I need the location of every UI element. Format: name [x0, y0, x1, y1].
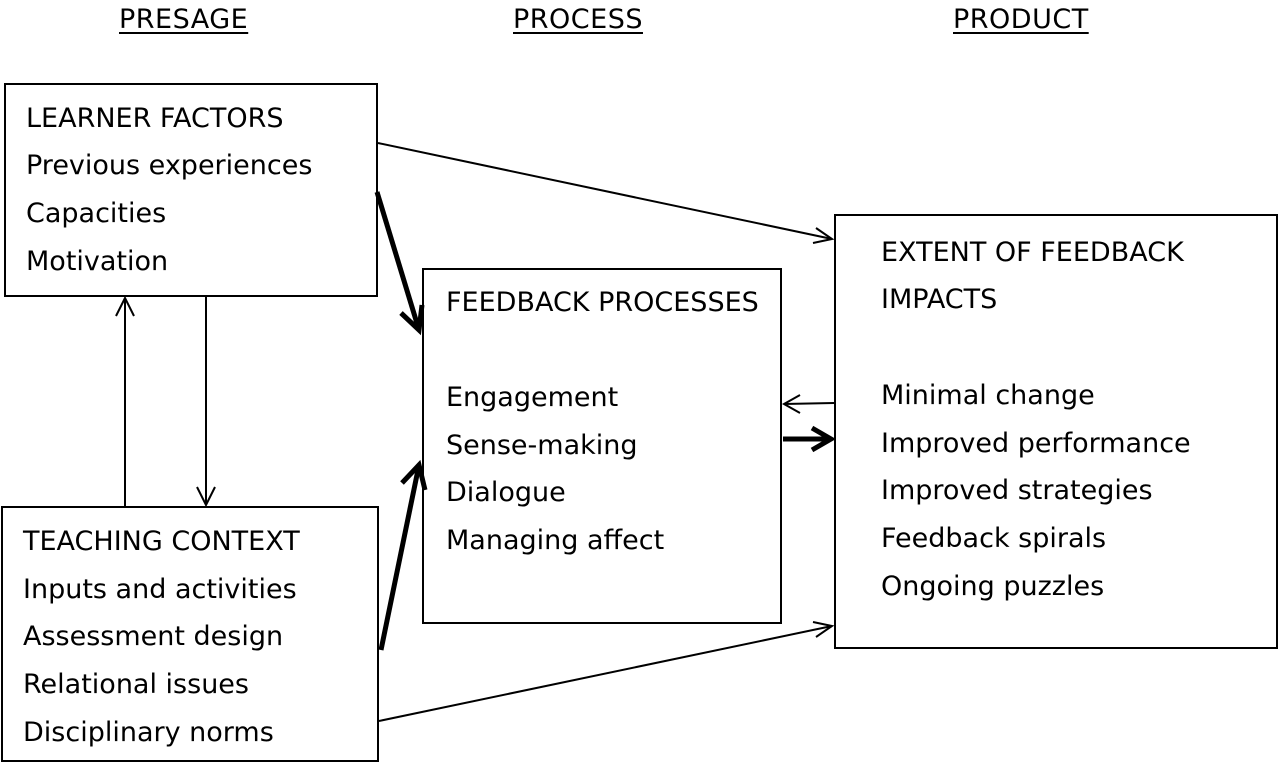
arrow-impacts-to-feedback [781, 394, 835, 414]
teaching-item-relational-issues: Relational issues [23, 669, 249, 700]
impacts-item-minimal-change: Minimal change [881, 380, 1095, 411]
feedback-processes-heading: FEEDBACK PROCESSES [446, 287, 759, 318]
arrow-learner-to-impacts [377, 142, 835, 244]
feedback-impacts-box: EXTENT OF FEEDBACK IMPACTS Minimal chang… [834, 214, 1278, 649]
teaching-item-disciplinary-norms: Disciplinary norms [23, 717, 274, 748]
arrow-teaching-to-feedback [378, 459, 428, 651]
impacts-heading-line1: EXTENT OF FEEDBACK [881, 237, 1184, 268]
impacts-item-improved-strategies: Improved strategies [881, 475, 1153, 506]
impacts-item-ongoing-puzzles: Ongoing puzzles [881, 571, 1105, 602]
teaching-context-heading: TEACHING CONTEXT [23, 526, 300, 557]
arrow-teaching-to-learner [115, 295, 135, 506]
process-column-title: PROCESS [513, 4, 643, 35]
feedback-processes-box: FEEDBACK PROCESSES Engagement Sense-maki… [422, 268, 782, 624]
arrow-teaching-to-impacts [378, 621, 835, 722]
teaching-item-inputs-activities: Inputs and activities [23, 574, 297, 605]
learner-factors-heading: LEARNER FACTORS [26, 103, 284, 134]
teaching-item-assessment-design: Assessment design [23, 621, 284, 652]
feedback-item-managing-affect: Managing affect [446, 525, 665, 556]
feedback-item-engagement: Engagement [446, 382, 619, 413]
teaching-context-box: TEACHING CONTEXT Inputs and activities A… [1, 506, 379, 762]
arrow-learner-to-teaching [196, 297, 216, 508]
learner-item-capacities: Capacities [26, 198, 167, 229]
impacts-heading-line2: IMPACTS [881, 284, 998, 315]
feedback-item-sense-making: Sense-making [446, 430, 638, 461]
learner-item-previous-experiences: Previous experiences [26, 150, 313, 181]
learner-factors-box: LEARNER FACTORS Previous experiences Cap… [4, 83, 378, 297]
presage-column-title: PRESAGE [119, 4, 249, 35]
impacts-item-feedback-spirals: Feedback spirals [881, 523, 1107, 554]
arrow-learner-to-feedback [374, 191, 425, 336]
product-column-title: PRODUCT [953, 4, 1089, 35]
feedback-item-dialogue: Dialogue [446, 477, 566, 508]
impacts-item-improved-performance: Improved performance [881, 428, 1191, 459]
arrow-feedback-to-impacts [783, 425, 836, 453]
learner-item-motivation: Motivation [26, 246, 169, 277]
